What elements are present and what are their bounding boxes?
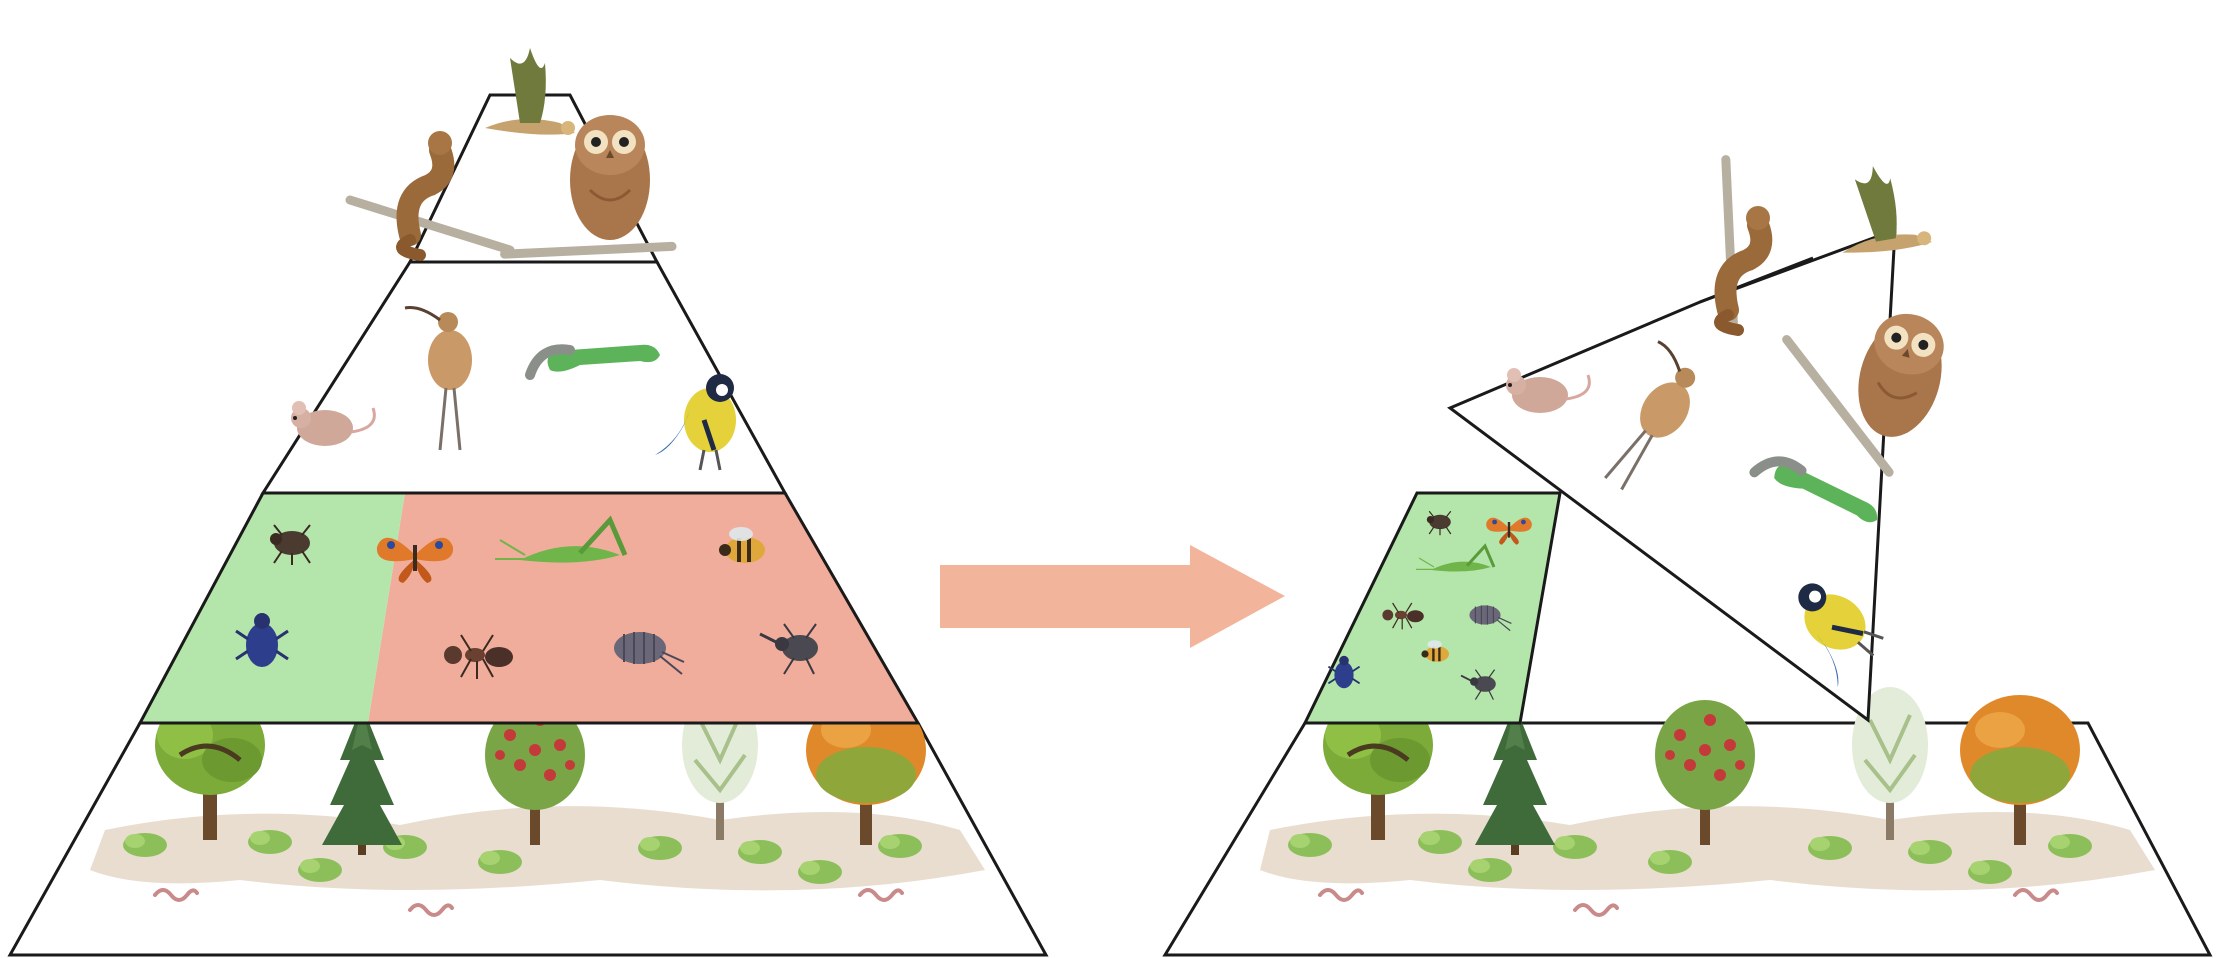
level-insects [140, 493, 918, 723]
pyramid-before [10, 48, 1046, 955]
hawk-icon [1829, 158, 1933, 259]
owl-icon [570, 115, 650, 240]
level-plants-after [1165, 687, 2210, 955]
level-reduced-insects [1305, 493, 1560, 723]
pyramid-after [1165, 158, 2210, 955]
level-insectivores [263, 262, 785, 493]
right-arrow-icon [940, 545, 1285, 648]
level-apex [350, 48, 672, 301]
level-plants [10, 687, 1046, 955]
